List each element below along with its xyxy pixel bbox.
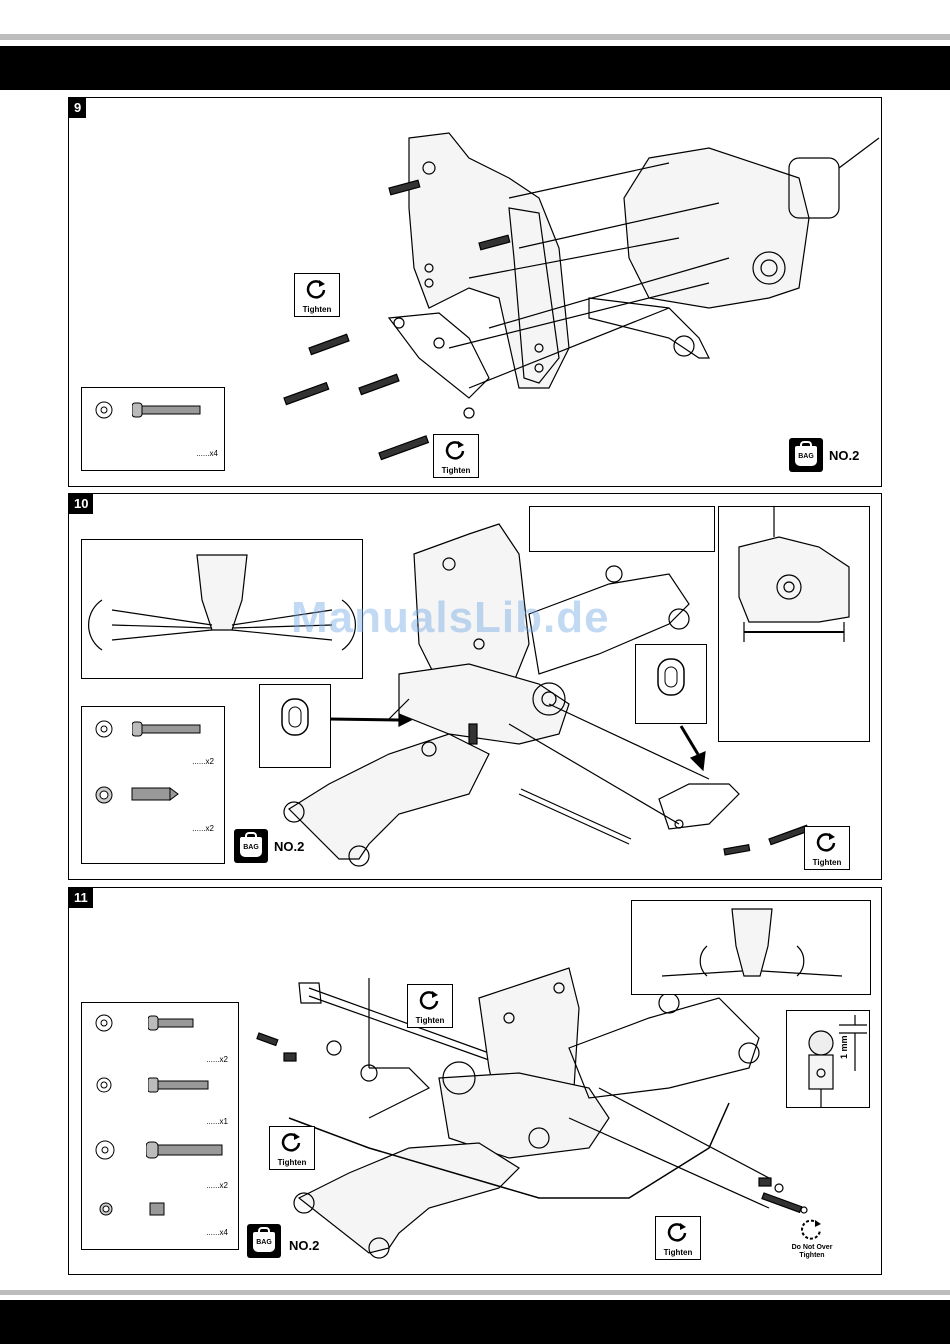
set-screw-icon <box>130 785 180 803</box>
footer-stripe <box>0 1290 950 1295</box>
rotate-icon <box>419 989 441 1011</box>
nut-icon <box>98 1201 114 1217</box>
part-quantity: ......x2 <box>206 1055 228 1064</box>
shim-icon <box>260 685 330 767</box>
step-11-panel: 11 <box>68 887 882 1275</box>
screw-icon <box>146 1141 226 1159</box>
part-quantity: ......x4 <box>196 449 218 458</box>
tighten-label: Tighten <box>295 305 339 314</box>
tighten-label: Tighten <box>408 1016 452 1025</box>
bag-icon: BAG <box>234 829 268 863</box>
nut-icon <box>94 785 114 805</box>
washer-icon <box>94 1075 114 1095</box>
tighten-indicator: Tighten <box>407 984 453 1028</box>
part-quantity: ......x1 <box>206 1117 228 1126</box>
step-11-swing-inset <box>631 900 871 995</box>
footer-bar <box>0 1300 950 1344</box>
gap-detail-diagram <box>787 1011 869 1107</box>
detail-measurement-diagram <box>719 507 869 741</box>
tighten-indicator: Tighten <box>294 273 340 317</box>
tighten-indicator: Tighten <box>269 1126 315 1170</box>
step-9-panel: 9 <box>68 97 882 487</box>
part-quantity: ......x2 <box>192 757 214 766</box>
bag-icon: BAG <box>247 1224 281 1258</box>
shim-detail-left <box>259 684 331 768</box>
header-stripe <box>0 34 950 40</box>
washer-icon <box>94 400 114 420</box>
part-quantity: ......x2 <box>192 824 214 833</box>
bag-number: NO.2 <box>829 448 859 463</box>
tighten-label: Tighten <box>270 1158 314 1167</box>
step-10-panel: 10 <box>68 493 882 880</box>
bag-number: NO.2 <box>274 839 304 854</box>
rotate-icon <box>281 1131 303 1153</box>
gap-measurement-label: 1 mm <box>839 1035 849 1059</box>
watermark: ManualsLib.de <box>291 593 610 643</box>
rotate-icon <box>816 831 838 853</box>
washer-icon <box>94 1139 116 1161</box>
rotate-warning-icon <box>800 1218 824 1242</box>
tighten-label: Tighten <box>656 1248 700 1257</box>
screw-icon <box>132 721 202 737</box>
bag-label: BAG <box>240 837 262 857</box>
step-11-gap-detail: 1 mm <box>786 1010 870 1108</box>
screw-icon <box>132 402 202 418</box>
step-11-parts-box: ......x2 ......x1 ......x2 ......x4 <box>81 1002 239 1250</box>
step-10-inset-box <box>529 506 715 552</box>
screw-icon <box>148 1077 218 1093</box>
tighten-indicator: Tighten <box>655 1216 701 1260</box>
step-10-parts-box: ......x2 ......x2 <box>81 706 225 864</box>
set-screw-icon <box>148 1201 168 1217</box>
part-quantity: ......x4 <box>206 1228 228 1237</box>
do-not-over-tighten-label: Do Not Over Tighten <box>787 1244 837 1260</box>
step-9-parts-box: ......x4 <box>81 387 225 471</box>
shim-detail-right <box>635 644 707 724</box>
bag-label: BAG <box>253 1232 275 1252</box>
header-bar <box>0 46 950 90</box>
screw-icon <box>148 1015 218 1031</box>
rotate-icon <box>306 278 328 300</box>
step-10-detail-box <box>718 506 870 742</box>
do-not-over-tighten-indicator: Do Not Over Tighten <box>787 1216 837 1266</box>
rotate-icon <box>667 1221 689 1243</box>
tighten-indicator: Tighten <box>804 826 850 870</box>
washer-icon <box>94 719 114 739</box>
shim-icon <box>636 645 706 723</box>
bag-icon: BAG <box>789 438 823 472</box>
tighten-label: Tighten <box>434 466 478 475</box>
swing-range-diagram <box>632 901 870 994</box>
bag-label: BAG <box>795 446 817 466</box>
washer-icon <box>94 1013 114 1033</box>
tighten-indicator: Tighten <box>433 434 479 478</box>
bag-number: NO.2 <box>289 1238 319 1253</box>
part-quantity: ......x2 <box>206 1181 228 1190</box>
rotate-icon <box>445 439 467 461</box>
tighten-label: Tighten <box>805 858 849 867</box>
